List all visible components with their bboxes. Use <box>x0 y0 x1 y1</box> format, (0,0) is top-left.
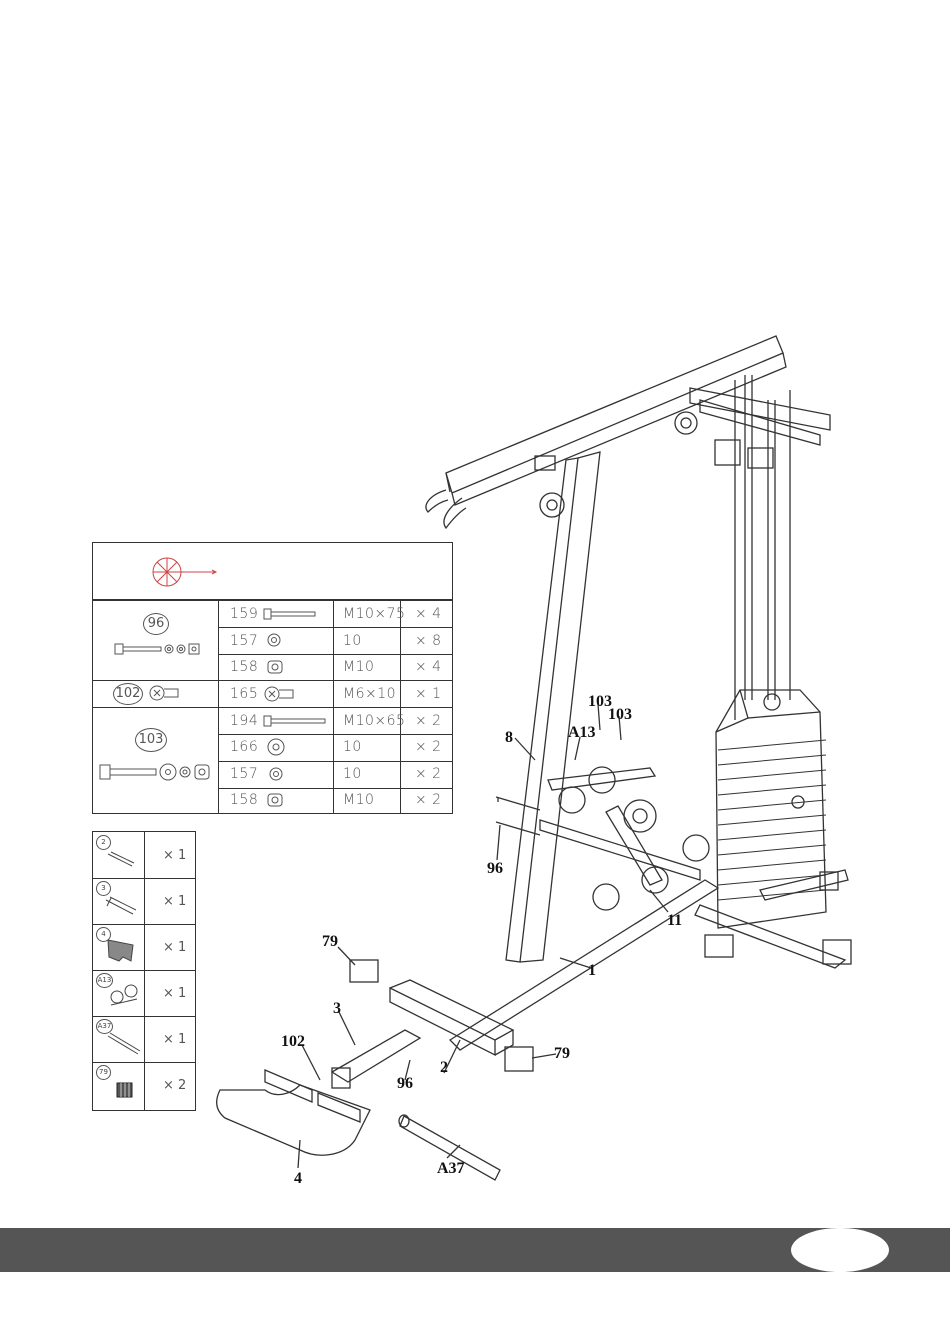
pulley-bracket-icon <box>107 977 141 1011</box>
callout-2: 2 <box>440 1059 448 1077</box>
tube-part-icon <box>103 894 138 918</box>
hardware-header-row <box>93 543 452 600</box>
nut-icon <box>266 791 284 809</box>
part-badge: 79 <box>96 1065 111 1080</box>
part-badge: 2 <box>96 835 111 850</box>
end-cap-icon <box>115 1080 135 1100</box>
callout-A37: A37 <box>437 1160 465 1178</box>
part-qty: × 1 <box>163 848 186 863</box>
hw-size: 10 <box>343 633 362 649</box>
hw-size: M10×65 <box>343 713 405 729</box>
bolt-icon <box>263 607 318 621</box>
callout-96: 96 <box>487 860 503 878</box>
hw-code: 158 <box>230 792 258 808</box>
nut-icon <box>266 658 284 676</box>
hardware-table: 96 159 M10×75 × 4 157 10 × 8 158 M10 × 4… <box>92 542 453 814</box>
group-103-badge: 103 <box>135 728 167 752</box>
seat-pad-icon <box>105 937 137 965</box>
hw-qty: × 2 <box>415 713 442 729</box>
hw-size: M10 <box>343 659 374 675</box>
parts-table: 2 × 1 3 × 1 4 × 1 A13 × 1 A37 × 1 79 × 2 <box>92 831 196 1111</box>
hw-size: M10 <box>343 792 374 808</box>
hw-qty: × 1 <box>415 686 442 702</box>
hw-qty: × 4 <box>415 659 442 675</box>
cross-wrench-icon <box>149 555 219 591</box>
hw-qty: × 2 <box>415 792 442 808</box>
callout-102: 102 <box>281 1033 305 1051</box>
callout-11: 11 <box>667 912 682 930</box>
hw-qty: × 4 <box>415 606 442 622</box>
group-96-badge: 96 <box>143 613 169 635</box>
callout-3: 3 <box>333 1000 341 1018</box>
part-qty: × 1 <box>163 986 186 1001</box>
callout-1: 1 <box>588 962 596 980</box>
part-qty: × 2 <box>163 1078 186 1093</box>
hw-code: 166 <box>230 739 258 755</box>
bolt-icon <box>263 714 328 728</box>
hw-size: M6×10 <box>343 686 396 702</box>
hw-code: 165 <box>230 686 258 702</box>
callout-A13: A13 <box>568 724 596 742</box>
washer-icon <box>266 737 286 757</box>
hw-code: 194 <box>230 713 258 729</box>
bolt-set-icon <box>98 761 213 783</box>
callout-79: 79 <box>322 933 338 951</box>
washer-icon <box>266 632 282 648</box>
hw-code: 158 <box>230 659 258 675</box>
part-qty: × 1 <box>163 1032 186 1047</box>
bolt-set-icon <box>113 640 203 658</box>
page-number-oval <box>791 1228 889 1272</box>
hw-size: 10 <box>343 766 362 782</box>
hw-size: 10 <box>343 739 362 755</box>
callout-79: 79 <box>554 1045 570 1063</box>
part-qty: × 1 <box>163 940 186 955</box>
hw-code: 159 <box>230 606 258 622</box>
hw-size: M10×75 <box>343 606 405 622</box>
tube-part-icon <box>105 850 135 870</box>
screw-icon <box>148 683 188 703</box>
hw-code: 157 <box>230 633 258 649</box>
hw-qty: × 2 <box>415 766 442 782</box>
hw-qty: × 8 <box>415 633 442 649</box>
washer-icon <box>268 766 284 782</box>
part-qty: × 1 <box>163 894 186 909</box>
hw-code: 157 <box>230 766 258 782</box>
screw-icon <box>263 684 303 704</box>
callout-4: 4 <box>294 1170 302 1188</box>
callout-8: 8 <box>505 729 513 747</box>
group-102-badge: 102 <box>113 683 143 705</box>
hw-qty: × 2 <box>415 739 442 755</box>
callout-96: 96 <box>397 1075 413 1093</box>
bar-part-icon <box>105 1032 141 1058</box>
callout-103: 103 <box>608 706 632 724</box>
